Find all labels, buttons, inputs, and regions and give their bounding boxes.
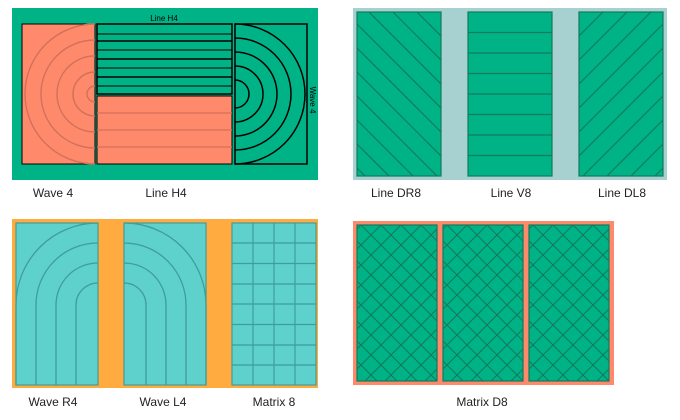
wave4-tile xyxy=(21,23,96,165)
wave4-tile-label: Wave 4 xyxy=(308,87,317,114)
caption-matrix-d8: Matrix D8 xyxy=(456,395,508,409)
wave-r4-tile xyxy=(15,222,99,386)
line-v8-tile xyxy=(467,11,553,177)
panel-4 xyxy=(353,221,614,385)
wave4-arcs-tile xyxy=(234,23,308,165)
caption-wave-4: Wave 4 xyxy=(32,186,74,200)
caption-line-v8: Line V8 xyxy=(490,186,532,200)
caption-wave-l4: Wave L4 xyxy=(139,395,187,409)
caption-line-h4: Line H4 xyxy=(145,186,187,200)
caption-wave-r4: Wave R4 xyxy=(28,395,78,409)
matrix8-tile xyxy=(231,222,317,386)
matrix-d8-tile-3 xyxy=(528,224,610,382)
caption-line-dr8: Line DR8 xyxy=(370,186,422,200)
line-dl8-tile xyxy=(578,11,664,177)
panel-1 xyxy=(12,8,318,180)
matrix-d8-tile-1 xyxy=(356,224,438,382)
panel-3 xyxy=(12,219,318,388)
line-h4-salmon-tile xyxy=(96,95,233,165)
line-h4-tile-label: Line H4 xyxy=(150,14,178,23)
panel-2 xyxy=(353,8,667,180)
caption-line-dl8: Line DL8 xyxy=(597,186,647,200)
wave-l4-tile xyxy=(123,222,207,386)
line-h4-tile xyxy=(96,23,233,95)
caption-matrix-8: Matrix 8 xyxy=(252,395,296,409)
line-dr8-tile xyxy=(356,11,442,177)
matrix-d8-tile-2 xyxy=(442,224,524,382)
